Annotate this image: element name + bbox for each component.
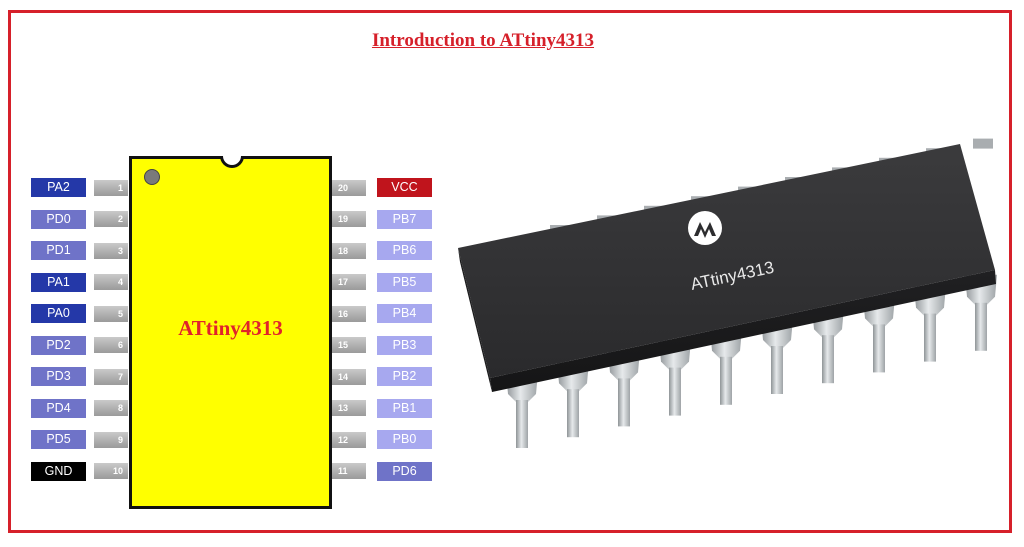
chip-front-face	[458, 248, 492, 392]
pin-label-pb3: PB3	[377, 335, 432, 355]
pin-label-pd0: PD0	[31, 209, 86, 229]
pin-label-pa1: PA1	[31, 272, 86, 292]
pin-label-pd1: PD1	[31, 241, 86, 260]
pin-label-pa2: PA2	[31, 178, 86, 197]
pin-label-pd2: PD2	[31, 335, 86, 355]
pin-number-7: 7	[94, 368, 128, 385]
ic-label: ATtiny4313	[178, 316, 283, 340]
page-title: Introduction to ATtiny4313	[0, 30, 990, 52]
pin-label-pb7: PB7	[377, 209, 432, 229]
chip-package-illustration: ATtiny4313	[458, 138, 997, 448]
chip-leg-back	[973, 138, 993, 149]
pin-label-pb2: PB2	[377, 367, 432, 386]
chip-bottom-face	[490, 270, 996, 392]
pin-number-12: 12	[332, 431, 366, 448]
pin-number-3: 3	[94, 242, 128, 259]
ic-notch	[220, 156, 244, 168]
pin-label-pd6: PD6	[377, 461, 432, 481]
pin-label-vcc: VCC	[377, 178, 432, 197]
pin-number-13: 13	[332, 400, 366, 416]
pin-label-pd4: PD4	[31, 398, 86, 418]
pin-number-17: 17	[332, 274, 366, 290]
chip-top-face	[458, 144, 995, 378]
ic-body: ATtiny4313	[129, 156, 332, 509]
pin-label-pb0: PB0	[377, 430, 432, 449]
pin-number-15: 15	[332, 337, 366, 353]
pin-number-5: 5	[94, 305, 128, 322]
pin-label-pb4: PB4	[377, 304, 432, 323]
diagram-frame	[8, 10, 1012, 533]
pin-number-8: 8	[94, 400, 128, 416]
pin-label-pb1: PB1	[377, 398, 432, 418]
pin-label-pb6: PB6	[377, 241, 432, 260]
pin-label-pd3: PD3	[31, 367, 86, 386]
pin-number-2: 2	[94, 211, 128, 227]
page-title-text: Introduction to ATtiny4313	[371, 30, 595, 51]
pin-number-19: 19	[332, 211, 366, 227]
pin-label-pd5: PD5	[31, 430, 86, 449]
pin-label-gnd: GND	[31, 461, 86, 481]
pin-label-pb5: PB5	[377, 272, 432, 292]
pin-label-pa0: PA0	[31, 304, 86, 323]
pin-number-1: 1	[94, 179, 128, 196]
pin1-indicator-icon	[144, 169, 160, 185]
pin-number-16: 16	[332, 305, 366, 322]
pin-number-14: 14	[332, 368, 366, 385]
microchip-logo-icon	[688, 211, 722, 245]
pin-number-4: 4	[94, 274, 128, 290]
pin-number-9: 9	[94, 431, 128, 448]
pin-number-6: 6	[94, 337, 128, 353]
pin-number-18: 18	[332, 242, 366, 259]
pin-number-20: 20	[332, 179, 366, 196]
pin-number-11: 11	[332, 463, 366, 479]
pin-number-10: 10	[94, 463, 128, 479]
